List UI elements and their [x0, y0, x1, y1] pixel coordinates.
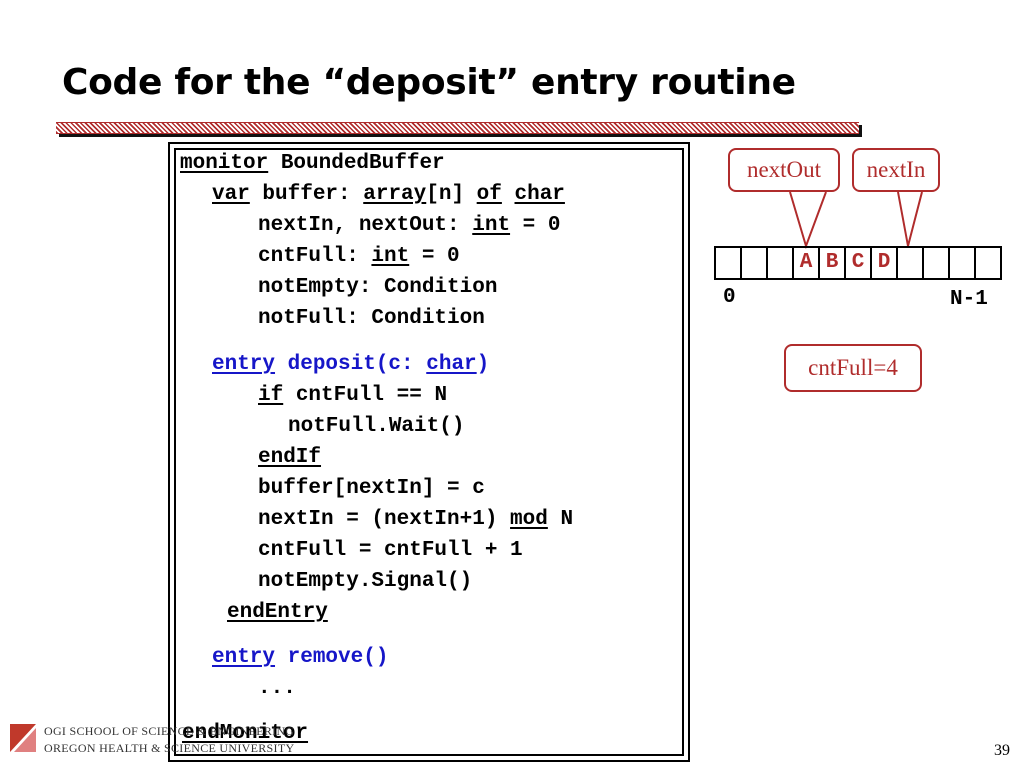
code-frame	[168, 142, 690, 762]
code-keyword: entry	[212, 353, 276, 376]
code-keyword: char	[514, 183, 565, 206]
code-line-2: var buffer: array[n] of char	[212, 181, 565, 209]
code-line-1: monitor BoundedBuffer	[180, 150, 445, 178]
code-text: = 0	[409, 245, 460, 268]
footer-school-name: OGI SCHOOL OF SCIENCE & ENGINEERING	[44, 724, 295, 738]
buffer-cell	[950, 248, 976, 278]
next-in-label: nextIn	[866, 157, 926, 182]
buffer-cell: B	[820, 248, 846, 278]
code-line-9: notFull.Wait()	[288, 415, 465, 438]
code-text: cntFull == N	[283, 384, 448, 407]
code-text: BoundedBuffer	[268, 152, 445, 175]
title-divider	[56, 122, 859, 134]
count-label: cntFull=4	[808, 355, 898, 380]
code-keyword: endEntry	[227, 601, 328, 624]
code-line-5: notEmpty: Condition	[258, 276, 498, 299]
code-line-3: nextIn, nextOut: int = 0	[258, 212, 560, 240]
code-text: deposit(c:	[275, 353, 427, 376]
buffer-cell	[716, 248, 742, 278]
buffer-cell	[768, 248, 794, 278]
buffer-index-start: 0	[723, 286, 736, 309]
next-in-pointer	[897, 191, 923, 247]
buffer-cell	[898, 248, 924, 278]
code-keyword: endMonitor	[182, 722, 309, 745]
university-logo-icon	[8, 722, 38, 754]
page-number: 39	[994, 742, 1010, 759]
slide-title: Code for the “deposit” entry routine	[62, 62, 796, 103]
code-text: N	[547, 508, 574, 531]
code-keyword: of	[476, 183, 502, 206]
code-line-6: notFull: Condition	[258, 307, 485, 330]
code-listing: monitor BoundedBuffer var buffer: array[…	[180, 150, 573, 745]
code-keyword: mod	[510, 508, 548, 531]
footer-university-name: OREGON HEALTH & SCIENCE UNIVERSITY	[44, 741, 295, 755]
buffer-cell: A	[794, 248, 820, 278]
code-line-18: endMonitor	[182, 720, 308, 748]
code-frame-inner	[174, 148, 684, 756]
code-line-16: entry remove()	[212, 644, 388, 672]
code-text: [n]	[426, 183, 477, 206]
code-text: cntFull:	[258, 245, 372, 268]
buffer-index-end: N-1	[950, 288, 988, 311]
code-keyword: if	[258, 384, 284, 407]
code-keyword: var	[212, 183, 250, 206]
buffer-cell	[742, 248, 768, 278]
buffer-cell: D	[872, 248, 898, 278]
code-text: remove()	[275, 646, 389, 669]
next-in-bubble: nextIn	[852, 148, 940, 192]
code-line-17: ...	[258, 677, 296, 700]
next-out-label: nextOut	[746, 157, 822, 182]
code-text: nextIn = (nextIn+1)	[258, 508, 511, 531]
code-line-10: endIf	[258, 444, 321, 472]
buffer-array: A B C D	[714, 246, 1002, 280]
code-line-8: if cntFull == N	[258, 382, 447, 410]
next-out-pointer	[789, 191, 827, 250]
code-line-13: cntFull = cntFull + 1	[258, 539, 523, 562]
code-line-7: entry deposit(c: char)	[212, 351, 489, 379]
code-line-11: buffer[nextIn] = c	[258, 477, 485, 500]
code-line-14: notEmpty.Signal()	[258, 570, 473, 593]
code-text: nextIn, nextOut:	[258, 214, 473, 237]
buffer-cell	[976, 248, 1002, 278]
code-keyword: array	[363, 183, 427, 206]
code-line-12: nextIn = (nextIn+1) mod N	[258, 506, 573, 534]
buffer-cell	[924, 248, 950, 278]
code-text: = 0	[510, 214, 561, 237]
code-keyword: int	[472, 214, 511, 237]
code-line-4: cntFull: int = 0	[258, 243, 460, 271]
code-line-15: endEntry	[227, 599, 328, 627]
code-keyword: endIf	[258, 446, 322, 469]
code-keyword: int	[371, 245, 410, 268]
code-text: )	[476, 353, 490, 376]
code-keyword: char	[426, 353, 477, 376]
code-text: buffer:	[249, 183, 364, 206]
code-keyword: entry	[212, 646, 276, 669]
next-out-bubble: nextOut	[728, 148, 840, 192]
code-keyword: monitor	[180, 152, 269, 175]
count-bubble: cntFull=4	[784, 344, 922, 392]
buffer-cell: C	[846, 248, 872, 278]
